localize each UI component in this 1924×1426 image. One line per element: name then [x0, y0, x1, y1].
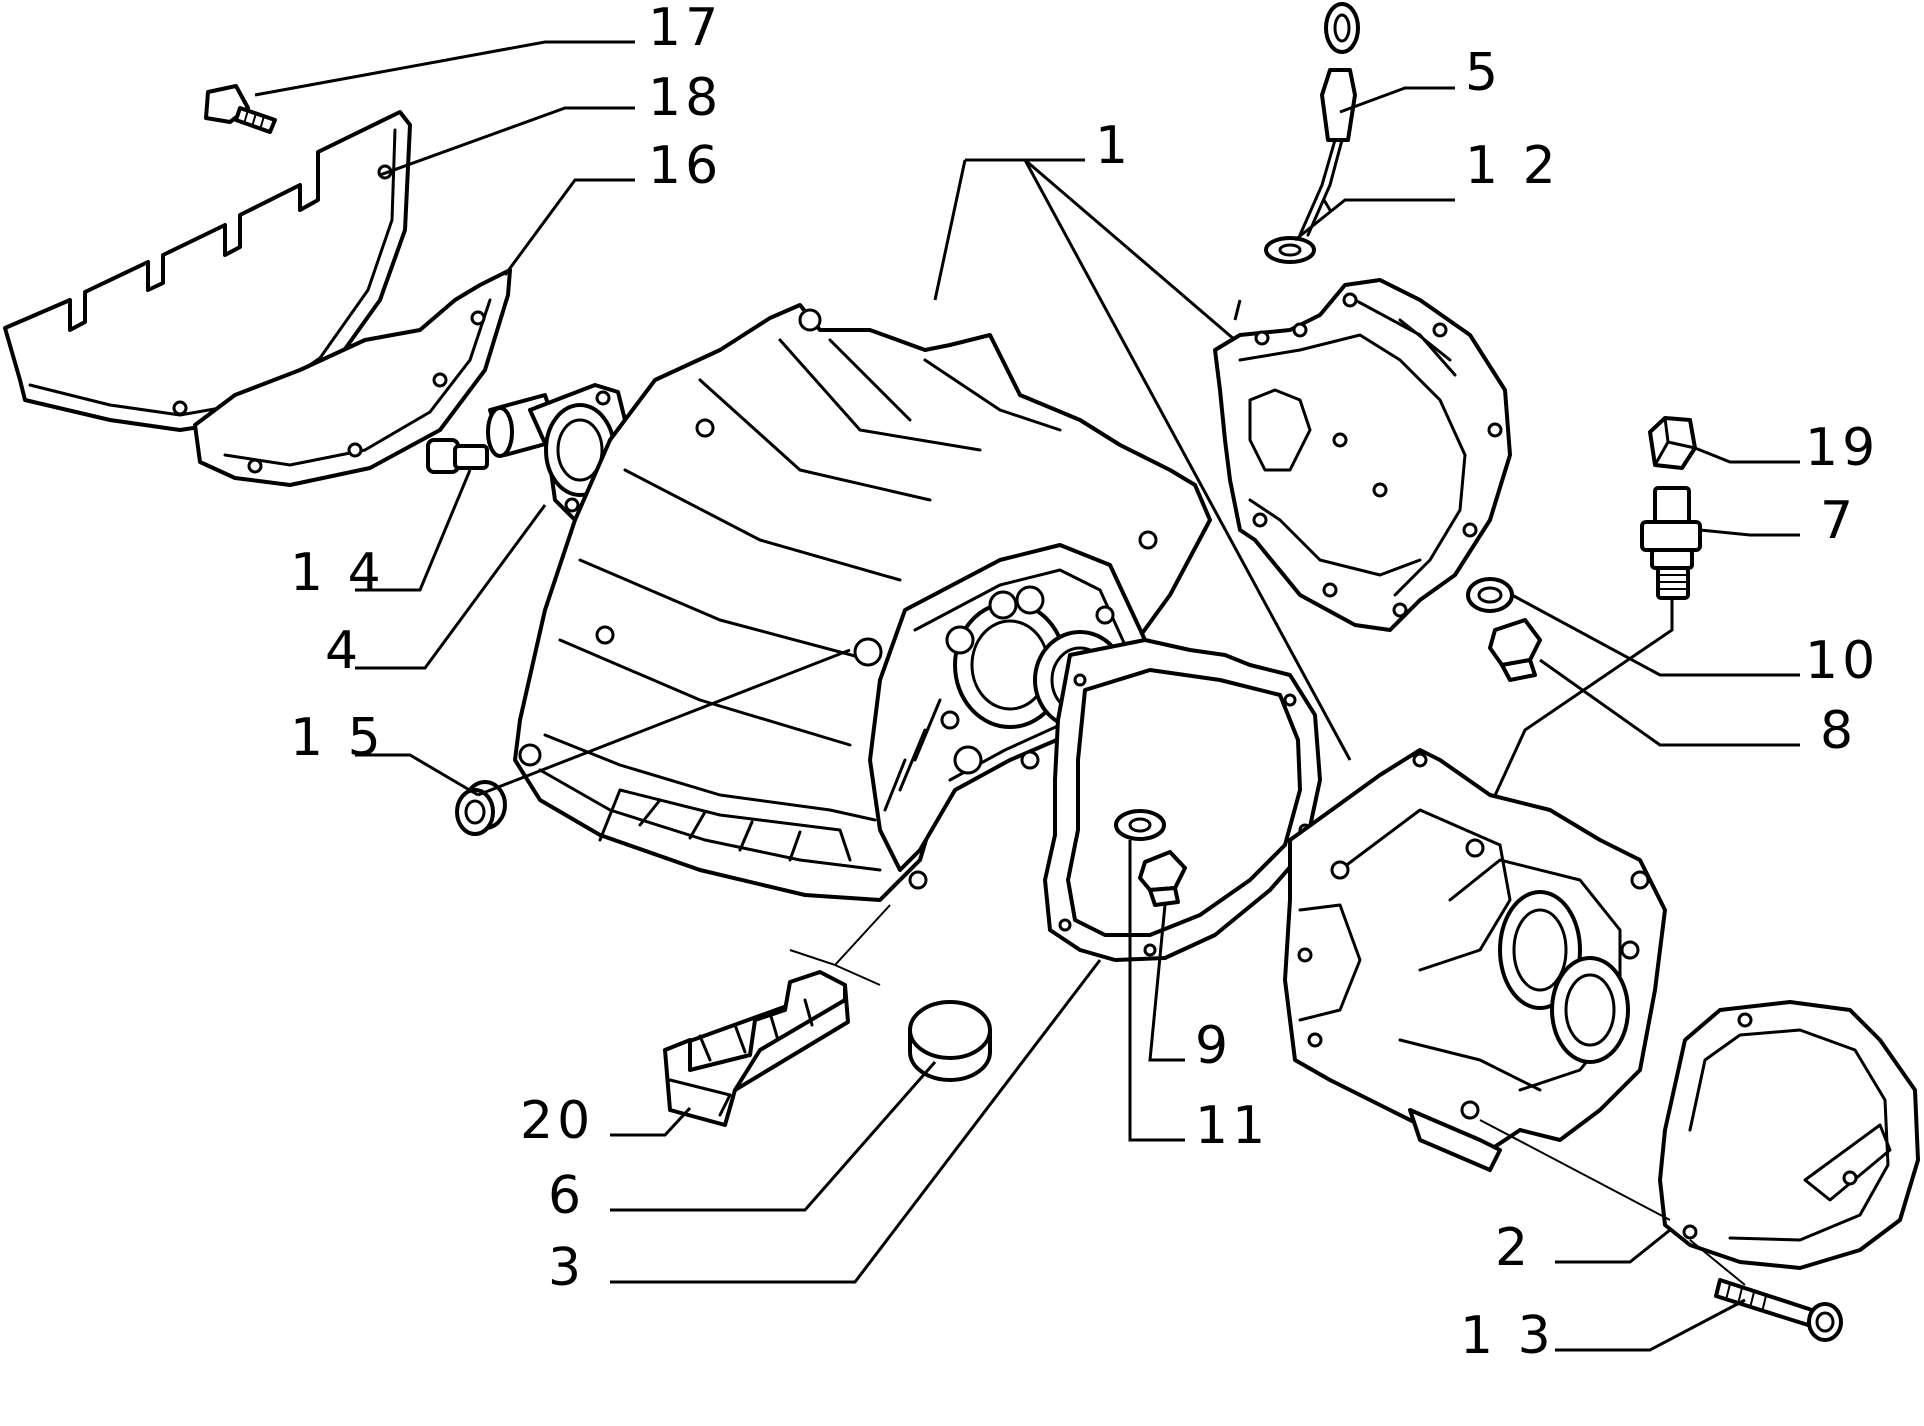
- part-16-gasket: [193, 268, 512, 487]
- callout-3: 3: [548, 1238, 585, 1298]
- callout-6: 6: [548, 1166, 585, 1226]
- callout-labels: 17 18 16 1 5 1 2 1 4 4 1 5 19 7 10 8 9 1…: [290, 0, 1879, 1366]
- callout-10: 10: [1805, 631, 1879, 691]
- part-6-cap: [908, 1000, 992, 1082]
- part-5-dipstick: [1298, 2, 1360, 237]
- part-20-bracket: [663, 970, 850, 1127]
- part-1-housing-cover: [1213, 278, 1512, 632]
- part-8-plug: [1488, 618, 1542, 682]
- callout-19: 19: [1805, 418, 1879, 478]
- callout-11: 11: [1195, 1096, 1269, 1156]
- callout-1: 1: [1095, 116, 1132, 176]
- part-13-bolt: [1714, 1278, 1843, 1342]
- part-9-plug: [1138, 850, 1187, 907]
- part-11-washer: [1114, 809, 1166, 841]
- callout-18: 18: [648, 68, 722, 128]
- callout-14: 1 4: [290, 543, 385, 603]
- part-17-bolt: [204, 84, 277, 134]
- part-15-bushing: [455, 780, 507, 836]
- callout-15: 1 5: [290, 708, 385, 768]
- callout-16: 16: [648, 136, 722, 196]
- callout-7: 7: [1820, 491, 1857, 551]
- part-7-switch: [1468, 486, 1702, 851]
- callout-2: 2: [1495, 1218, 1532, 1278]
- callout-13: 1 3: [1460, 1306, 1555, 1366]
- part-10-washer: [1466, 577, 1514, 613]
- part-19-cap: [1648, 416, 1697, 470]
- part-14-plug: [426, 438, 489, 474]
- callout-17: 17: [648, 0, 722, 58]
- callout-9: 9: [1195, 1016, 1232, 1076]
- part-2-end-cover: [1658, 1000, 1920, 1270]
- leader-lines: [254, 40, 1800, 1352]
- callout-12: 1 2: [1465, 136, 1560, 196]
- callout-8: 8: [1820, 701, 1857, 761]
- callout-20: 20: [520, 1091, 594, 1151]
- callout-4: 4: [325, 621, 362, 681]
- part-12-washer: [1264, 236, 1316, 264]
- part-3-gasket: [1043, 638, 1322, 962]
- part-1-gearbox-case: [1283, 748, 1667, 1172]
- callout-5: 5: [1465, 43, 1502, 103]
